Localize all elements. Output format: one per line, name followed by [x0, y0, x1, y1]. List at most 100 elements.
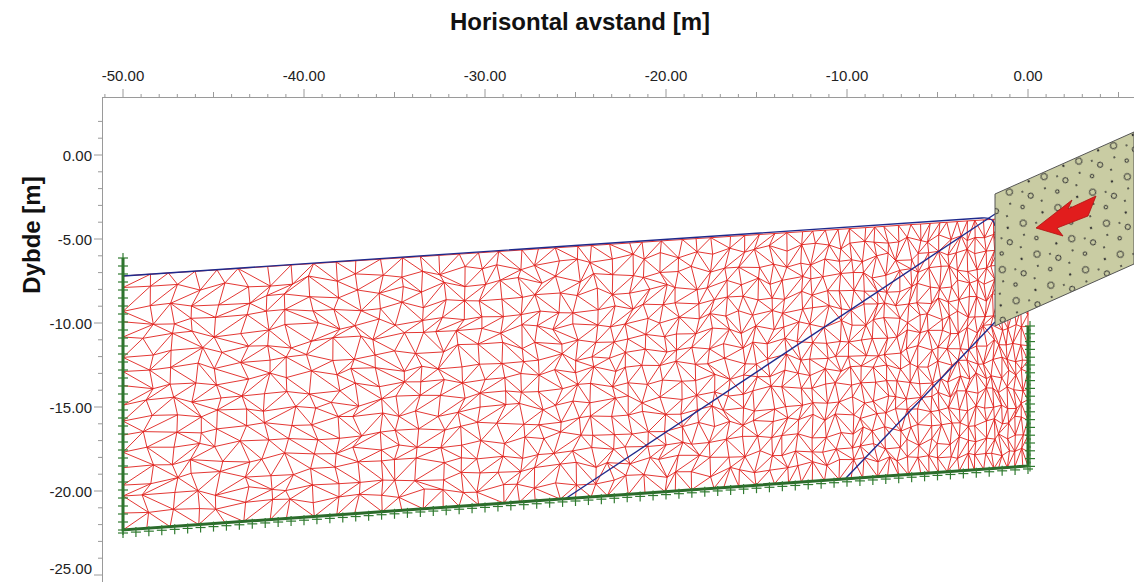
- tick: [652, 491, 653, 501]
- tick-label: 0.00: [63, 148, 92, 163]
- tick: [1029, 461, 1030, 471]
- tick: [1064, 94, 1065, 97]
- tick: [278, 517, 279, 527]
- tick: [368, 511, 369, 521]
- tick: [135, 527, 136, 537]
- tick: [252, 519, 253, 529]
- tick: [730, 485, 731, 495]
- tick: [98, 222, 102, 223]
- concrete-pile: [995, 132, 1134, 326]
- tick: [497, 501, 498, 511]
- tick: [828, 94, 829, 97]
- tick: [973, 94, 974, 97]
- tick: [549, 498, 550, 508]
- boundary-supports: [118, 253, 1035, 538]
- tick: [98, 272, 102, 273]
- tick: [1009, 94, 1010, 97]
- tick: [575, 92, 576, 97]
- tick: [562, 497, 563, 507]
- tick: [98, 373, 102, 374]
- tick: [704, 487, 705, 497]
- tick: [808, 480, 809, 490]
- tick: [412, 94, 413, 97]
- tick-label: -40.00: [283, 68, 326, 83]
- tick: [98, 457, 102, 458]
- tick: [937, 92, 938, 97]
- tick: [195, 94, 196, 97]
- tick: [950, 469, 951, 479]
- tick: [200, 523, 201, 533]
- load-arrow: [1036, 196, 1096, 236]
- tick: [322, 94, 323, 97]
- tick: [738, 94, 739, 97]
- tick-label: -30.00: [464, 68, 507, 83]
- tick: [187, 523, 188, 533]
- tick: [340, 94, 341, 97]
- tick: [1014, 465, 1015, 475]
- tick: [1100, 94, 1101, 97]
- tick: [976, 468, 977, 478]
- tick: [1118, 92, 1119, 97]
- fixed-boundary: [123, 258, 1028, 530]
- tick: [924, 471, 925, 481]
- layer-boundaries: [123, 214, 995, 499]
- tick: [265, 518, 266, 528]
- tick: [267, 94, 268, 97]
- tick: [872, 475, 873, 485]
- tick: [231, 94, 232, 97]
- tick: [991, 94, 992, 97]
- tick: [98, 255, 102, 256]
- tick: [640, 491, 641, 501]
- tick: [177, 94, 178, 97]
- tick: [94, 239, 102, 240]
- tick: [304, 89, 305, 97]
- tick: [691, 488, 692, 498]
- tick-label: 0.00: [1013, 68, 1042, 83]
- tick-label: -20.00: [49, 484, 92, 499]
- tick: [316, 514, 317, 524]
- tick: [989, 467, 990, 477]
- tick: [471, 503, 472, 513]
- tick: [601, 494, 602, 504]
- tick: [394, 92, 395, 97]
- tick: [98, 339, 102, 340]
- tick: [898, 473, 899, 483]
- tick: [883, 94, 884, 97]
- tick: [98, 356, 102, 357]
- tick: [847, 89, 848, 97]
- tick: [342, 512, 343, 522]
- tick: [466, 94, 467, 97]
- tick: [678, 489, 679, 499]
- tick: [702, 94, 703, 97]
- tick: [1027, 464, 1028, 474]
- tick: [141, 94, 142, 97]
- tick: [510, 501, 511, 511]
- tick: [98, 524, 102, 525]
- tick: [394, 509, 395, 519]
- tick: [588, 495, 589, 505]
- tick: [98, 507, 102, 508]
- mesh-lines: [123, 217, 1028, 530]
- tick: [213, 92, 214, 97]
- tick: [98, 171, 102, 172]
- tick: [98, 558, 102, 559]
- tick: [226, 521, 227, 531]
- tick: [355, 512, 356, 522]
- tick: [94, 575, 102, 576]
- tick: [174, 524, 175, 534]
- tick-label: -50.00: [102, 68, 145, 83]
- tick: [484, 502, 485, 512]
- tick: [756, 483, 757, 493]
- tick-label: -10.00: [49, 316, 92, 331]
- tick: [720, 94, 721, 97]
- tick: [303, 515, 304, 525]
- tick: [717, 486, 718, 496]
- tick: [285, 94, 286, 97]
- tick: [122, 528, 123, 538]
- tick-label: -20.00: [645, 68, 688, 83]
- tick: [98, 541, 102, 542]
- tick: [1046, 94, 1047, 97]
- tick: [629, 94, 630, 97]
- tick: [433, 506, 434, 516]
